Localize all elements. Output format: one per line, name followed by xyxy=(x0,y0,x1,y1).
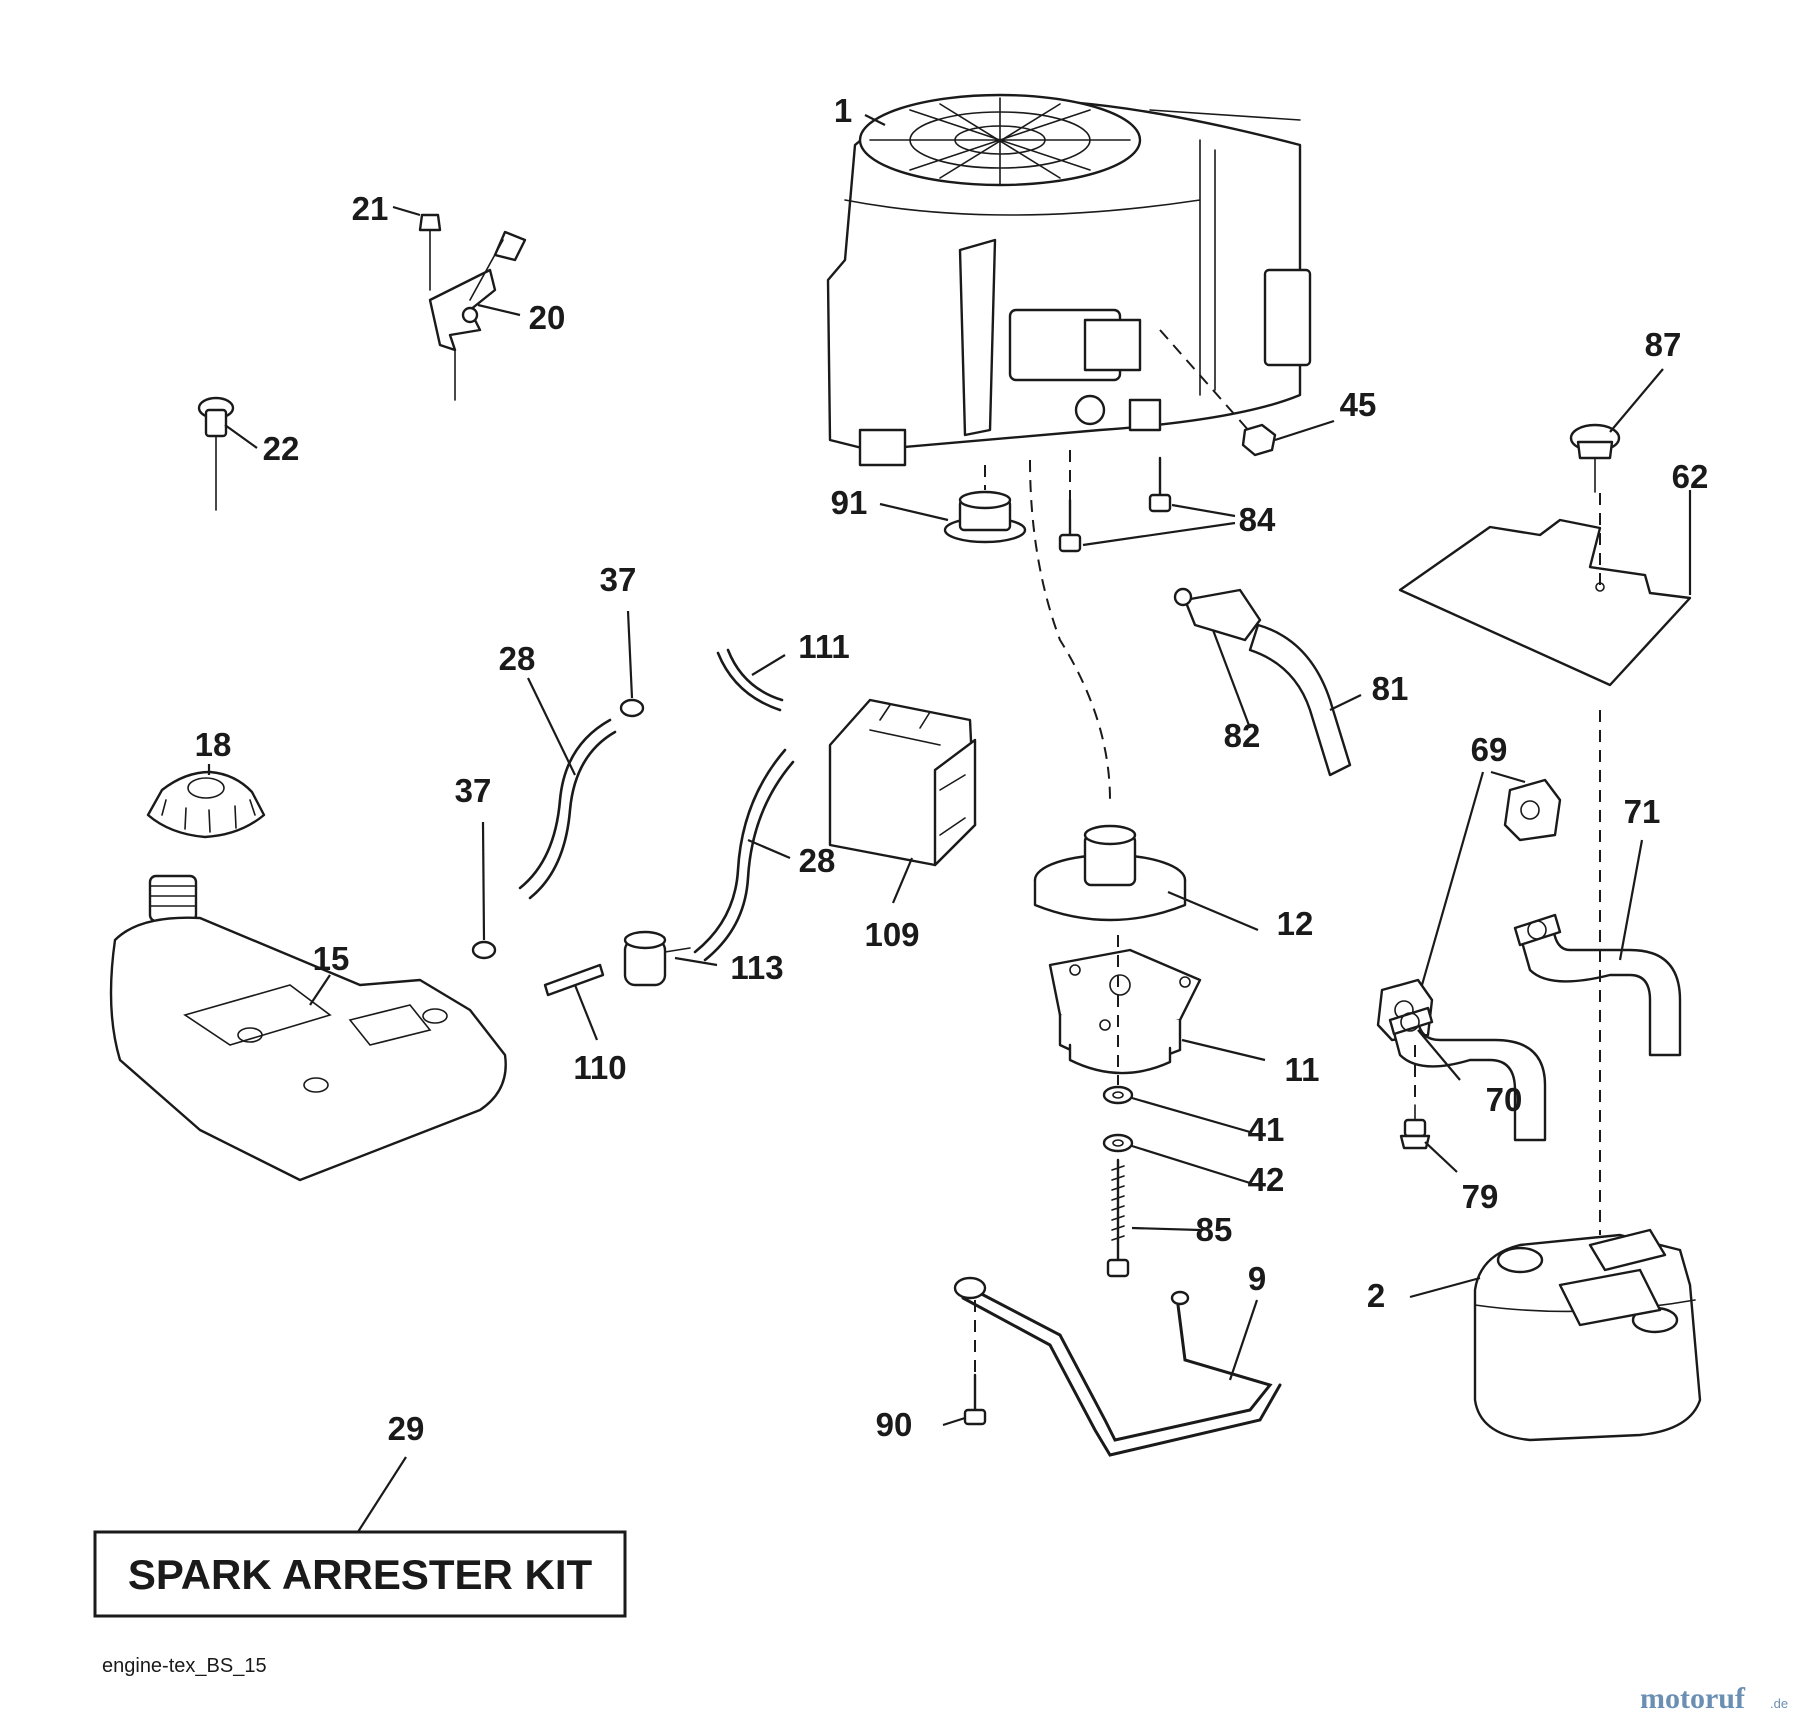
label-part-82: 82 xyxy=(1224,717,1261,754)
fuel-cap-part xyxy=(146,770,266,839)
fuel-tank-part xyxy=(109,874,507,1182)
label-part-62: 62 xyxy=(1672,458,1709,495)
spark-arrester-kit-box: SPARK ARRESTER KIT xyxy=(93,1530,627,1618)
heat-shield-part xyxy=(1398,518,1692,687)
fuel-filter-part xyxy=(623,930,691,987)
label-part-11: 11 xyxy=(1285,1051,1320,1088)
label-part-79: 79 xyxy=(1462,1178,1499,1215)
exhaust-pipe-part xyxy=(1388,1006,1547,1142)
throttle-control-part xyxy=(418,213,527,401)
label-part-9: 9 xyxy=(1248,1260,1266,1297)
label-part-2: 2 xyxy=(1367,1277,1385,1314)
nut-part xyxy=(1241,423,1277,457)
pump-hose-part xyxy=(1248,623,1352,777)
watermark-ext: .de xyxy=(1770,1696,1788,1711)
muffler-part xyxy=(1473,1228,1702,1442)
clutch-part xyxy=(1048,948,1202,1075)
engine-part xyxy=(826,93,1312,467)
label-part-37-top: 37 xyxy=(600,561,637,598)
bolt-85-part xyxy=(1106,1158,1130,1278)
label-part-85: 85 xyxy=(1196,1211,1233,1248)
label-part-91: 91 xyxy=(831,484,868,521)
label-part-71: 71 xyxy=(1624,793,1661,830)
exhaust-pipe-2-part xyxy=(1513,913,1682,1057)
washer-42-part xyxy=(1102,1133,1134,1153)
label-part-15: 15 xyxy=(313,940,350,977)
spark-arrester-kit-label: SPARK ARRESTER KIT xyxy=(128,1551,593,1598)
washer-41-part xyxy=(1102,1085,1134,1105)
label-part-12: 12 xyxy=(1277,905,1314,942)
fuel-fitting-part xyxy=(543,963,605,997)
bolt-79-part xyxy=(1399,1104,1431,1150)
label-part-28-right: 28 xyxy=(799,842,836,879)
fuel-hose-2-part xyxy=(693,748,795,962)
label-part-109: 109 xyxy=(864,916,919,953)
label-part-28-left: 28 xyxy=(499,640,536,677)
hose-clamp-part xyxy=(471,698,645,960)
diagram-code: engine-tex_BS_15 xyxy=(102,1655,267,1677)
bolt-90-part xyxy=(963,1373,987,1426)
label-part-21: 21 xyxy=(352,190,389,227)
label-part-84: 84 xyxy=(1239,501,1276,538)
label-part-22: 22 xyxy=(263,430,300,467)
label-part-113: 113 xyxy=(730,949,783,986)
label-part-90: 90 xyxy=(876,1406,913,1443)
alignment-lines xyxy=(974,329,1601,1372)
charcoal-canister-part xyxy=(828,698,977,867)
label-part-87: 87 xyxy=(1645,326,1682,363)
label-part-70: 70 xyxy=(1486,1081,1523,1118)
label-part-37-bottom: 37 xyxy=(455,772,492,809)
label-part-111: 111 xyxy=(798,628,849,665)
bolt-84-part xyxy=(1058,456,1172,553)
label-part-41: 41 xyxy=(1248,1111,1285,1148)
vent-hose-part xyxy=(716,648,784,712)
bracket-part xyxy=(953,1276,1282,1457)
label-part-20: 20 xyxy=(529,299,566,336)
label-part-81: 81 xyxy=(1372,670,1409,707)
shield-knob-part xyxy=(1569,423,1621,493)
leader-lines xyxy=(207,114,1692,1536)
label-part-18: 18 xyxy=(195,726,232,763)
label-part-42: 42 xyxy=(1248,1161,1285,1198)
pulley-part xyxy=(1033,824,1187,922)
choke-knob-part xyxy=(197,396,235,511)
watermark-logo: motoruf .de xyxy=(1640,1682,1788,1715)
label-part-1: 1 xyxy=(834,92,852,129)
label-part-69: 69 xyxy=(1471,731,1508,768)
watermark-text: motoruf xyxy=(1640,1682,1746,1715)
label-part-29: 29 xyxy=(388,1410,425,1447)
label-part-110: 110 xyxy=(573,1049,626,1086)
fuel-pump-part xyxy=(1173,587,1262,642)
bushing-part xyxy=(943,490,1027,544)
label-part-45: 45 xyxy=(1340,386,1377,423)
fuel-hose-part xyxy=(518,718,617,900)
